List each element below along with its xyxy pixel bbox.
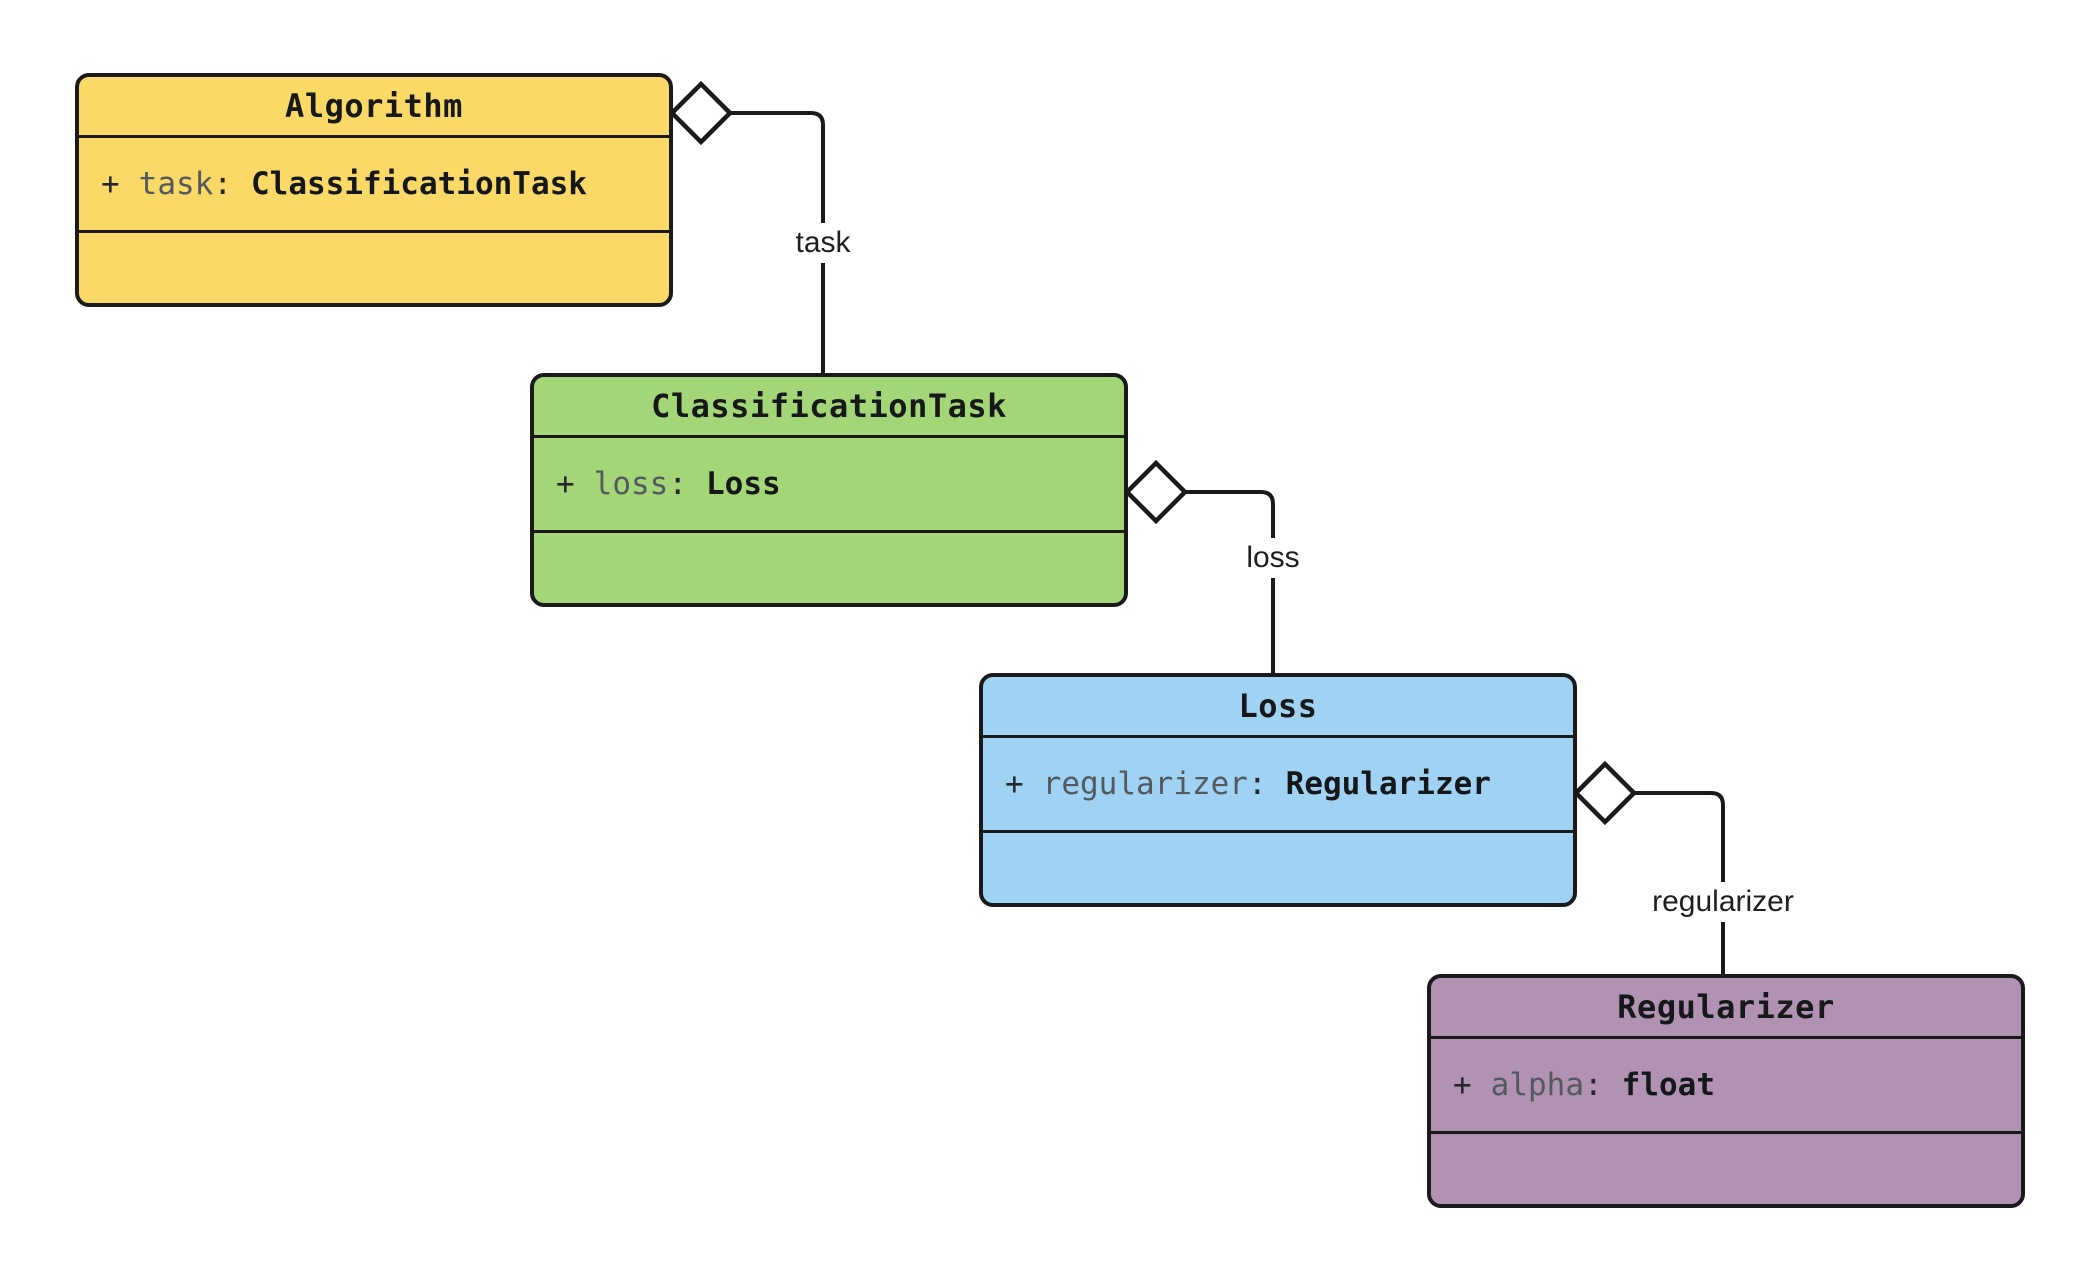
- attribute-colon: :: [1584, 1067, 1603, 1103]
- aggregation-diamond-icon-regularizer: [1572, 760, 1638, 826]
- class-methods-section-empty: [79, 233, 669, 303]
- edge-loss-line: [1185, 490, 1275, 673]
- class-node-regularizer: Regularizer + alpha: float: [1427, 974, 2025, 1208]
- class-methods-section-empty: [1431, 1134, 2021, 1204]
- attribute-type: Loss: [706, 466, 781, 502]
- class-title: ClassificationTask: [534, 377, 1124, 438]
- attribute-name: loss: [593, 466, 669, 502]
- edge-label-task: task: [787, 223, 859, 263]
- class-title: Algorithm: [79, 77, 669, 138]
- attribute-type: ClassificationTask: [251, 166, 587, 202]
- class-title: Loss: [983, 677, 1573, 738]
- edge-label-loss: loss: [1238, 538, 1308, 578]
- class-node-loss: Loss + regularizer: Regularizer: [979, 673, 1577, 907]
- edge-regularizer-line: [1634, 791, 1725, 974]
- attribute-visibility: +: [1453, 1067, 1472, 1103]
- class-attributes-section: + alpha: float: [1431, 1039, 2021, 1134]
- attribute-name: task: [138, 166, 214, 202]
- attribute-type: Regularizer: [1285, 766, 1491, 802]
- attribute-colon: :: [213, 166, 232, 202]
- class-methods-section-empty: [983, 833, 1573, 903]
- aggregation-diamond-icon-task: [668, 80, 734, 146]
- class-attributes-section: + task: ClassificationTask: [79, 138, 669, 233]
- class-methods-section-empty: [534, 533, 1124, 603]
- class-node-classificationtask: ClassificationTask + loss: Loss: [530, 373, 1128, 607]
- attribute-visibility: +: [1005, 766, 1024, 802]
- attribute-name: alpha: [1490, 1067, 1584, 1103]
- attribute-colon: :: [1247, 766, 1267, 802]
- edge-task-line: [730, 111, 825, 373]
- edge-label-regularizer: regularizer: [1644, 882, 1802, 922]
- aggregation-diamond-icon-loss: [1123, 459, 1189, 525]
- attribute-visibility: +: [556, 466, 575, 502]
- attribute-visibility: +: [101, 166, 120, 202]
- class-attributes-section: + loss: Loss: [534, 438, 1124, 533]
- class-node-algorithm: Algorithm + task: ClassificationTask: [75, 73, 673, 307]
- class-title: Regularizer: [1431, 978, 2021, 1039]
- class-attributes-section: + regularizer: Regularizer: [983, 738, 1573, 833]
- attribute-colon: :: [668, 466, 687, 502]
- attribute-name: regularizer: [1042, 766, 1248, 802]
- attribute-type: float: [1621, 1067, 1715, 1103]
